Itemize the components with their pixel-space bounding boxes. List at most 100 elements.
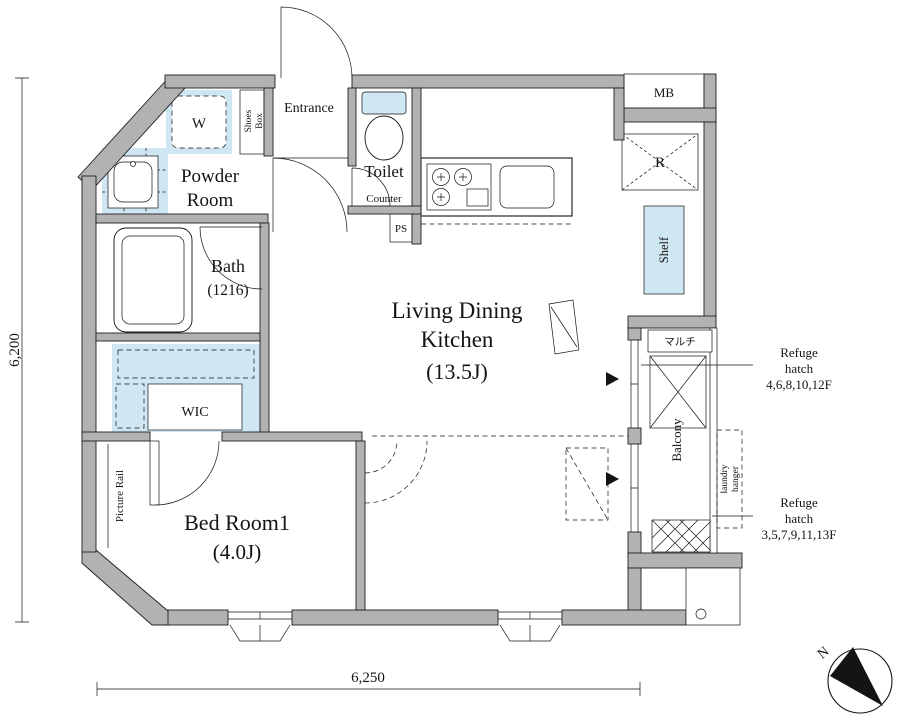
bath-label: Bath (211, 256, 245, 276)
folding-door-arcs (364, 440, 428, 504)
wall-balcony-bottom (627, 552, 743, 569)
wic-shelf-dashed (115, 383, 145, 429)
ldk-extras (107, 299, 628, 548)
wall-segment (164, 74, 276, 89)
walls (77, 73, 743, 626)
wall-bedroom-top (221, 431, 363, 442)
service-strip (685, 567, 741, 626)
multi-box (647, 329, 713, 353)
fridge-label: R (655, 155, 665, 171)
wall-right (703, 121, 717, 319)
mb-box (623, 73, 705, 109)
wall-bedroom-east (355, 440, 366, 611)
refuge-top-label-3: 4,6,8,10,12F (766, 377, 832, 392)
wall-bottom (291, 609, 499, 626)
wall-powder-bath (95, 213, 269, 224)
wic-floor-box (147, 383, 243, 431)
window-balcony-1 (630, 340, 639, 428)
compass-circle (827, 648, 893, 714)
toilet-tank (361, 91, 407, 115)
wall-bath-ldk (259, 222, 270, 434)
bath-size-label: (1216) (207, 282, 248, 299)
wall-segment (627, 531, 642, 557)
refuge-hatch-bottom-hatching (651, 519, 711, 553)
wic-hanger-rod (117, 349, 255, 379)
wall-entry-toilet (347, 87, 357, 167)
dim-horizontal-line (96, 682, 641, 696)
grill-icon (466, 188, 489, 207)
wall-toilet-bottom (347, 205, 422, 215)
wic-fixture (115, 349, 255, 431)
laundry-label-1: laundry (720, 464, 730, 493)
future-space-dashed (565, 447, 609, 521)
wall-segment (623, 107, 717, 123)
multi-label: マルチ (664, 336, 696, 348)
refuge-bottom-label-3: 3,5,7,9,11,13F (762, 527, 837, 542)
balcony-rail (709, 327, 718, 554)
bathtub-icon (113, 227, 193, 333)
doors (149, 6, 428, 506)
window-bottom-1 (228, 611, 292, 620)
dim-vertical-line (15, 77, 29, 623)
bedroom-size-label: (4.0J) (213, 540, 261, 564)
future-space-diagonal (565, 447, 609, 521)
wall-entry-powder (263, 87, 274, 157)
mb-label: MB (654, 85, 675, 100)
wall-segment (627, 327, 642, 341)
shelf-area (643, 205, 685, 295)
windows (228, 340, 639, 642)
opening-arrow-bottom (606, 472, 619, 486)
refrigerator-icon (621, 133, 699, 191)
compass-north-label: N (815, 644, 832, 662)
bedroom-door-arc (154, 440, 220, 506)
shoes-box-label-2: Box (255, 113, 265, 129)
bath-door-arc (199, 226, 263, 290)
ldk-label-1: Living Dining (392, 298, 523, 323)
wall-bottom (561, 609, 687, 626)
wall-segment (627, 427, 642, 445)
window-balcony-2 (630, 444, 639, 532)
laundry-hanger-box (716, 429, 743, 529)
entrance-label: Entrance (284, 101, 334, 116)
vanity-fixture (102, 148, 168, 214)
vanity-faucet (130, 161, 136, 167)
toilet-door-arc (351, 167, 391, 207)
washer-box (171, 95, 227, 149)
compass-needle (830, 647, 883, 706)
wic-label: WIC (181, 405, 208, 420)
ldk-size-label: (13.5J) (426, 359, 488, 384)
picture-rail-label: Picture Rail (114, 470, 126, 522)
kitchen-counter (420, 157, 573, 225)
wall-bottom (163, 609, 229, 626)
toilet-label: Toilet (364, 162, 404, 181)
powder-room-label-1: Powder (181, 166, 240, 187)
washer-label: W (192, 116, 207, 132)
refuge-top-label-2: hatch (785, 361, 814, 376)
wall-bath-wic (95, 332, 261, 342)
shoes-box (239, 89, 265, 155)
dim-horizontal-label: 6,250 (351, 670, 385, 686)
bedroom-door-leaf (149, 440, 160, 506)
ps-label: PS (395, 223, 407, 235)
entrance-door-arc (280, 6, 353, 79)
balcony-fixtures (647, 327, 743, 626)
refuge-hatch-bottom-box (651, 519, 711, 553)
opening-arrow-top (606, 372, 619, 386)
hall-door-arc (272, 157, 348, 233)
wall-toilet-kitchen (411, 87, 422, 245)
refuge-bottom-label-1: Refuge (780, 495, 818, 510)
ldk-label-2: Kitchen (421, 327, 494, 352)
refuge-hatch-top-x (649, 355, 707, 429)
refuge-top-label-1: Refuge (780, 345, 818, 360)
balcony-label: Balcony (669, 418, 684, 462)
labels: Powder Room Entrance Toilet Counter PS M… (7, 85, 837, 686)
compass: N (815, 644, 893, 714)
wall-bottom-left-diagonal (81, 549, 169, 626)
wall-kitchen-stub (613, 87, 625, 141)
window-bottom-2 (498, 611, 562, 620)
refuge-bottom-label-2: hatch (785, 511, 814, 526)
shoes-box-label-1: Shoes (244, 109, 254, 132)
dim-vertical-label: 6,200 (7, 333, 23, 367)
